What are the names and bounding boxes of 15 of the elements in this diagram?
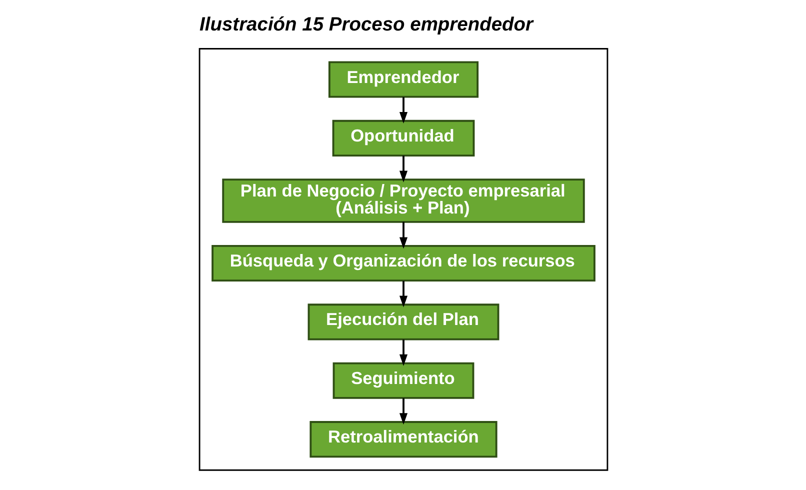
arrow <box>398 97 408 124</box>
arrow <box>398 222 408 249</box>
node-box: Retroalimentación <box>309 421 497 458</box>
node-box: Emprendedor <box>328 61 478 98</box>
cluster <box>198 48 608 471</box>
node-box: Búsqueda y Organización de los recursos <box>211 245 595 282</box>
diagram-title: Ilustración 15 Proceso emprendedor <box>199 14 533 36</box>
node-box: Oportunidad <box>332 120 474 156</box>
arrow <box>398 398 408 425</box>
arrow <box>398 340 408 366</box>
arrow <box>398 280 408 308</box>
node-box: Ejecución del Plan <box>307 304 499 340</box>
node-box: Seguimiento <box>332 362 474 399</box>
arrow <box>398 156 408 182</box>
node-box: Plan de Negocio / Proyecto empresarial (Análisis + Plan) <box>222 178 584 223</box>
